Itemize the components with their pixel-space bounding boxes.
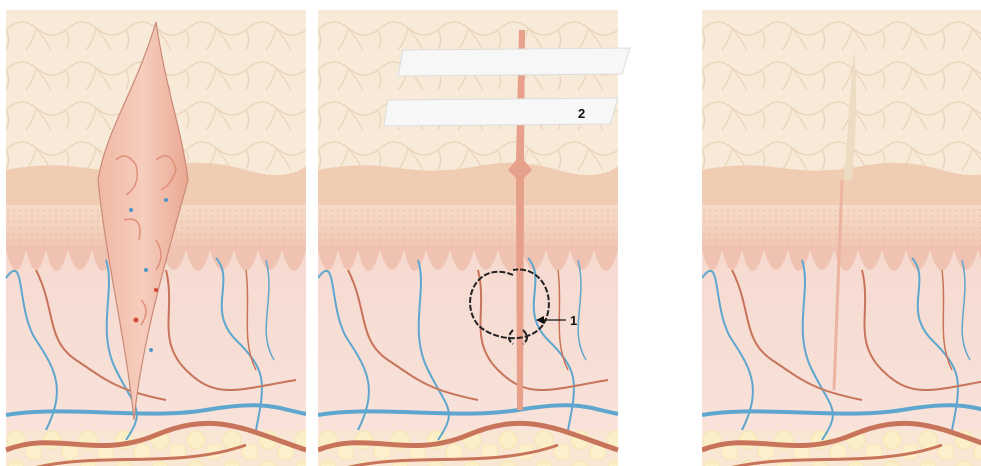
tape-strip-top xyxy=(398,48,630,76)
panel-healed-wound xyxy=(702,10,981,466)
callout-label-suture: 1 xyxy=(570,313,577,328)
panel-divider xyxy=(690,0,702,466)
callout-label-tape: 2 xyxy=(578,106,585,121)
panel-closed-wound xyxy=(318,10,630,466)
panel-open-wound xyxy=(6,10,306,466)
panel-divider xyxy=(306,0,318,466)
